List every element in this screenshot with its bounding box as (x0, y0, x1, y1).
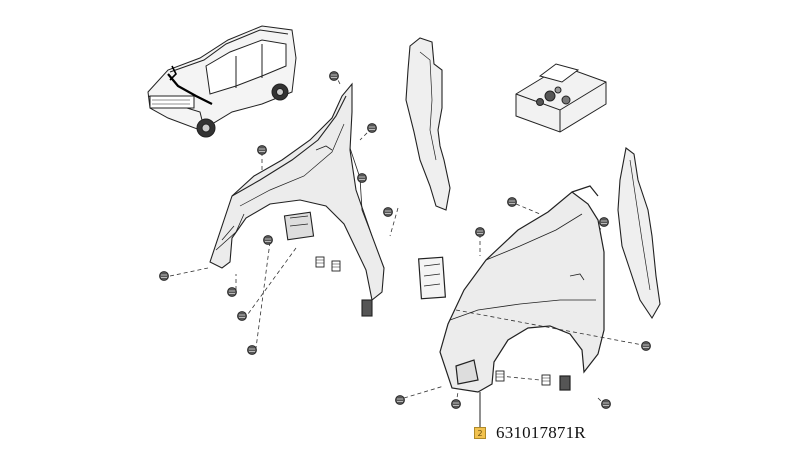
part-callout: 2 631017871R (474, 424, 586, 442)
part-number-label: 631017871R (496, 423, 586, 442)
rear-fender-liner (617, 147, 661, 320)
fastener-kit-box (515, 63, 607, 133)
fender-liner-shield (405, 37, 451, 211)
right-fender-outer-view (417, 185, 605, 393)
vehicle-icon (147, 25, 297, 138)
left-fender-inner-view (209, 82, 385, 317)
callout-marker: 2 (474, 427, 486, 439)
